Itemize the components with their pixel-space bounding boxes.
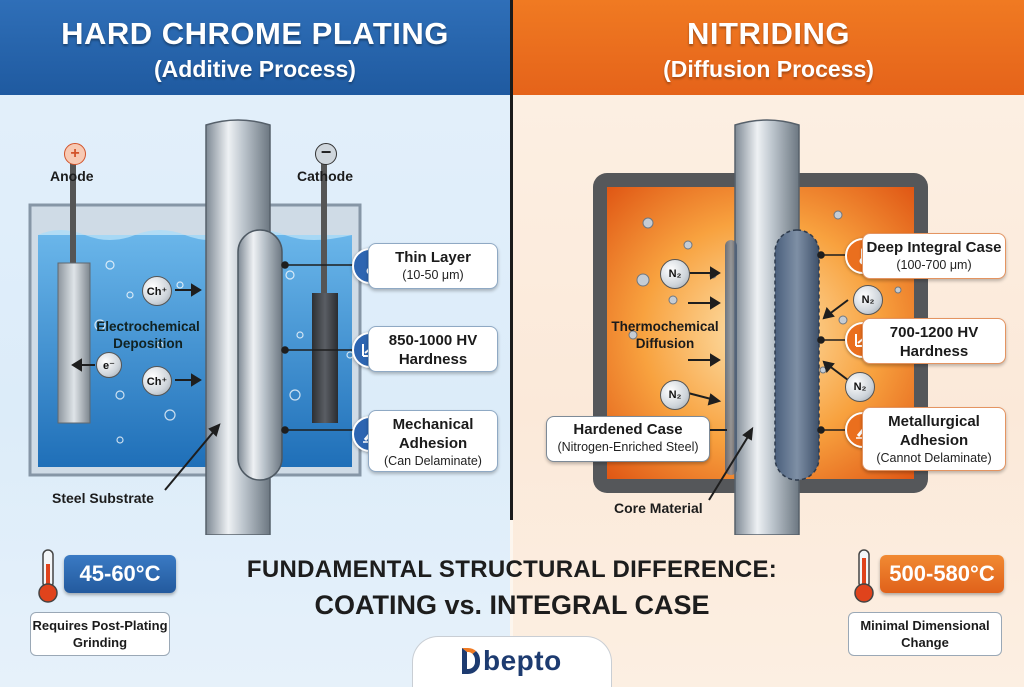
left-temperature-badge: 45-60°C [64, 555, 176, 593]
metallurgical-adhesion-callout: Metallurgical Adhesion (Cannot Delaminat… [862, 407, 1006, 471]
chromium-ion-1: Ch⁺ [142, 276, 172, 306]
hardened-case-sub: (Nitrogen-Enriched Steel) [557, 440, 699, 454]
integral-case-callout: Deep Integral Case (100-700 μm) [862, 233, 1006, 279]
hardness-label: Hardness [398, 351, 468, 368]
plating-tank-illustration [28, 119, 365, 535]
logo-tab [412, 636, 612, 687]
steel-substrate-label: Steel Substrate [52, 490, 154, 506]
electron: e⁻ [96, 352, 122, 378]
anode-label: Anode [50, 168, 94, 184]
comparison-title-line1: FUNDAMENTAL STRUCTURAL DIFFERENCE: [246, 556, 778, 583]
hardened-case-title: Hardened Case [573, 421, 683, 438]
minus-icon: − [315, 143, 337, 165]
adhesion-callout: Mechanical Adhesion (Can Delaminate) [368, 410, 498, 472]
right-note: Minimal Dimensional Change [848, 612, 1002, 656]
adhesion-detail: (Can Delaminate) [384, 454, 482, 468]
thermometer-large-icon [852, 548, 876, 609]
diffusion-label: Thermochemical Diffusion [611, 319, 719, 351]
nitride-hardness-callout: 700-1200 HV Hardness [862, 318, 1006, 364]
comparison-title-line2: COATING vs. INTEGRAL CASE [314, 590, 710, 620]
left-title: HARD CHROME PLATING [61, 16, 449, 51]
hardness-value: 850-1000 HV [388, 332, 478, 349]
thin-layer-value: (10-50 μm) [402, 268, 464, 282]
adhesion-label: Adhesion [398, 435, 468, 452]
metallurgical-title: Metallurgical [888, 413, 980, 430]
logo-mark-icon [462, 648, 480, 674]
plus-icon: + [64, 143, 86, 165]
cathode-label: Cathode [297, 168, 353, 184]
nitrogen-molecule-4: N₂ [845, 372, 875, 402]
metallurgical-label: Adhesion [899, 432, 969, 449]
left-subtitle: (Additive Process) [154, 56, 356, 82]
right-subtitle: (Diffusion Process) [663, 56, 874, 82]
hardness-callout: 850-1000 HV Hardness [368, 326, 498, 372]
left-banner: HARD CHROME PLATING (Additive Process) [0, 0, 510, 95]
thermometer-large-icon [36, 548, 60, 609]
adhesion-title: Mechanical [392, 416, 474, 433]
center-divider [510, 0, 513, 520]
right-title: NITRIDING [687, 16, 850, 51]
integral-case-title: Deep Integral Case [866, 239, 1002, 256]
left-note: Requires Post-Plating Grinding [30, 612, 170, 656]
nitrogen-molecule-1: N₂ [660, 259, 690, 289]
nitrogen-molecule-3: N₂ [660, 380, 690, 410]
core-material-label: Core Material [614, 500, 703, 516]
bepto-logo: bepto [462, 644, 562, 678]
hardened-case-callout: Hardened Case (Nitrogen-Enriched Steel) [546, 416, 710, 462]
nitride-hardness-label: Hardness [899, 343, 969, 360]
metallurgical-detail: (Cannot Delaminate) [876, 451, 992, 465]
right-temperature-badge: 500-580°C [880, 555, 1004, 593]
right-banner: NITRIDING (Diffusion Process) [513, 0, 1024, 95]
deposition-label: Electrochemical Deposition [96, 319, 200, 351]
thin-layer-title: Thin Layer [395, 249, 471, 266]
integral-case-value: (100-700 μm) [896, 258, 972, 272]
chromium-ion-2: Ch⁺ [142, 366, 172, 396]
nitrogen-molecule-2: N₂ [853, 285, 883, 315]
nitride-hardness-value: 700-1200 HV [889, 324, 979, 341]
thin-layer-callout: Thin Layer (10-50 μm) [368, 243, 498, 289]
logo-text: bepto [483, 645, 562, 676]
